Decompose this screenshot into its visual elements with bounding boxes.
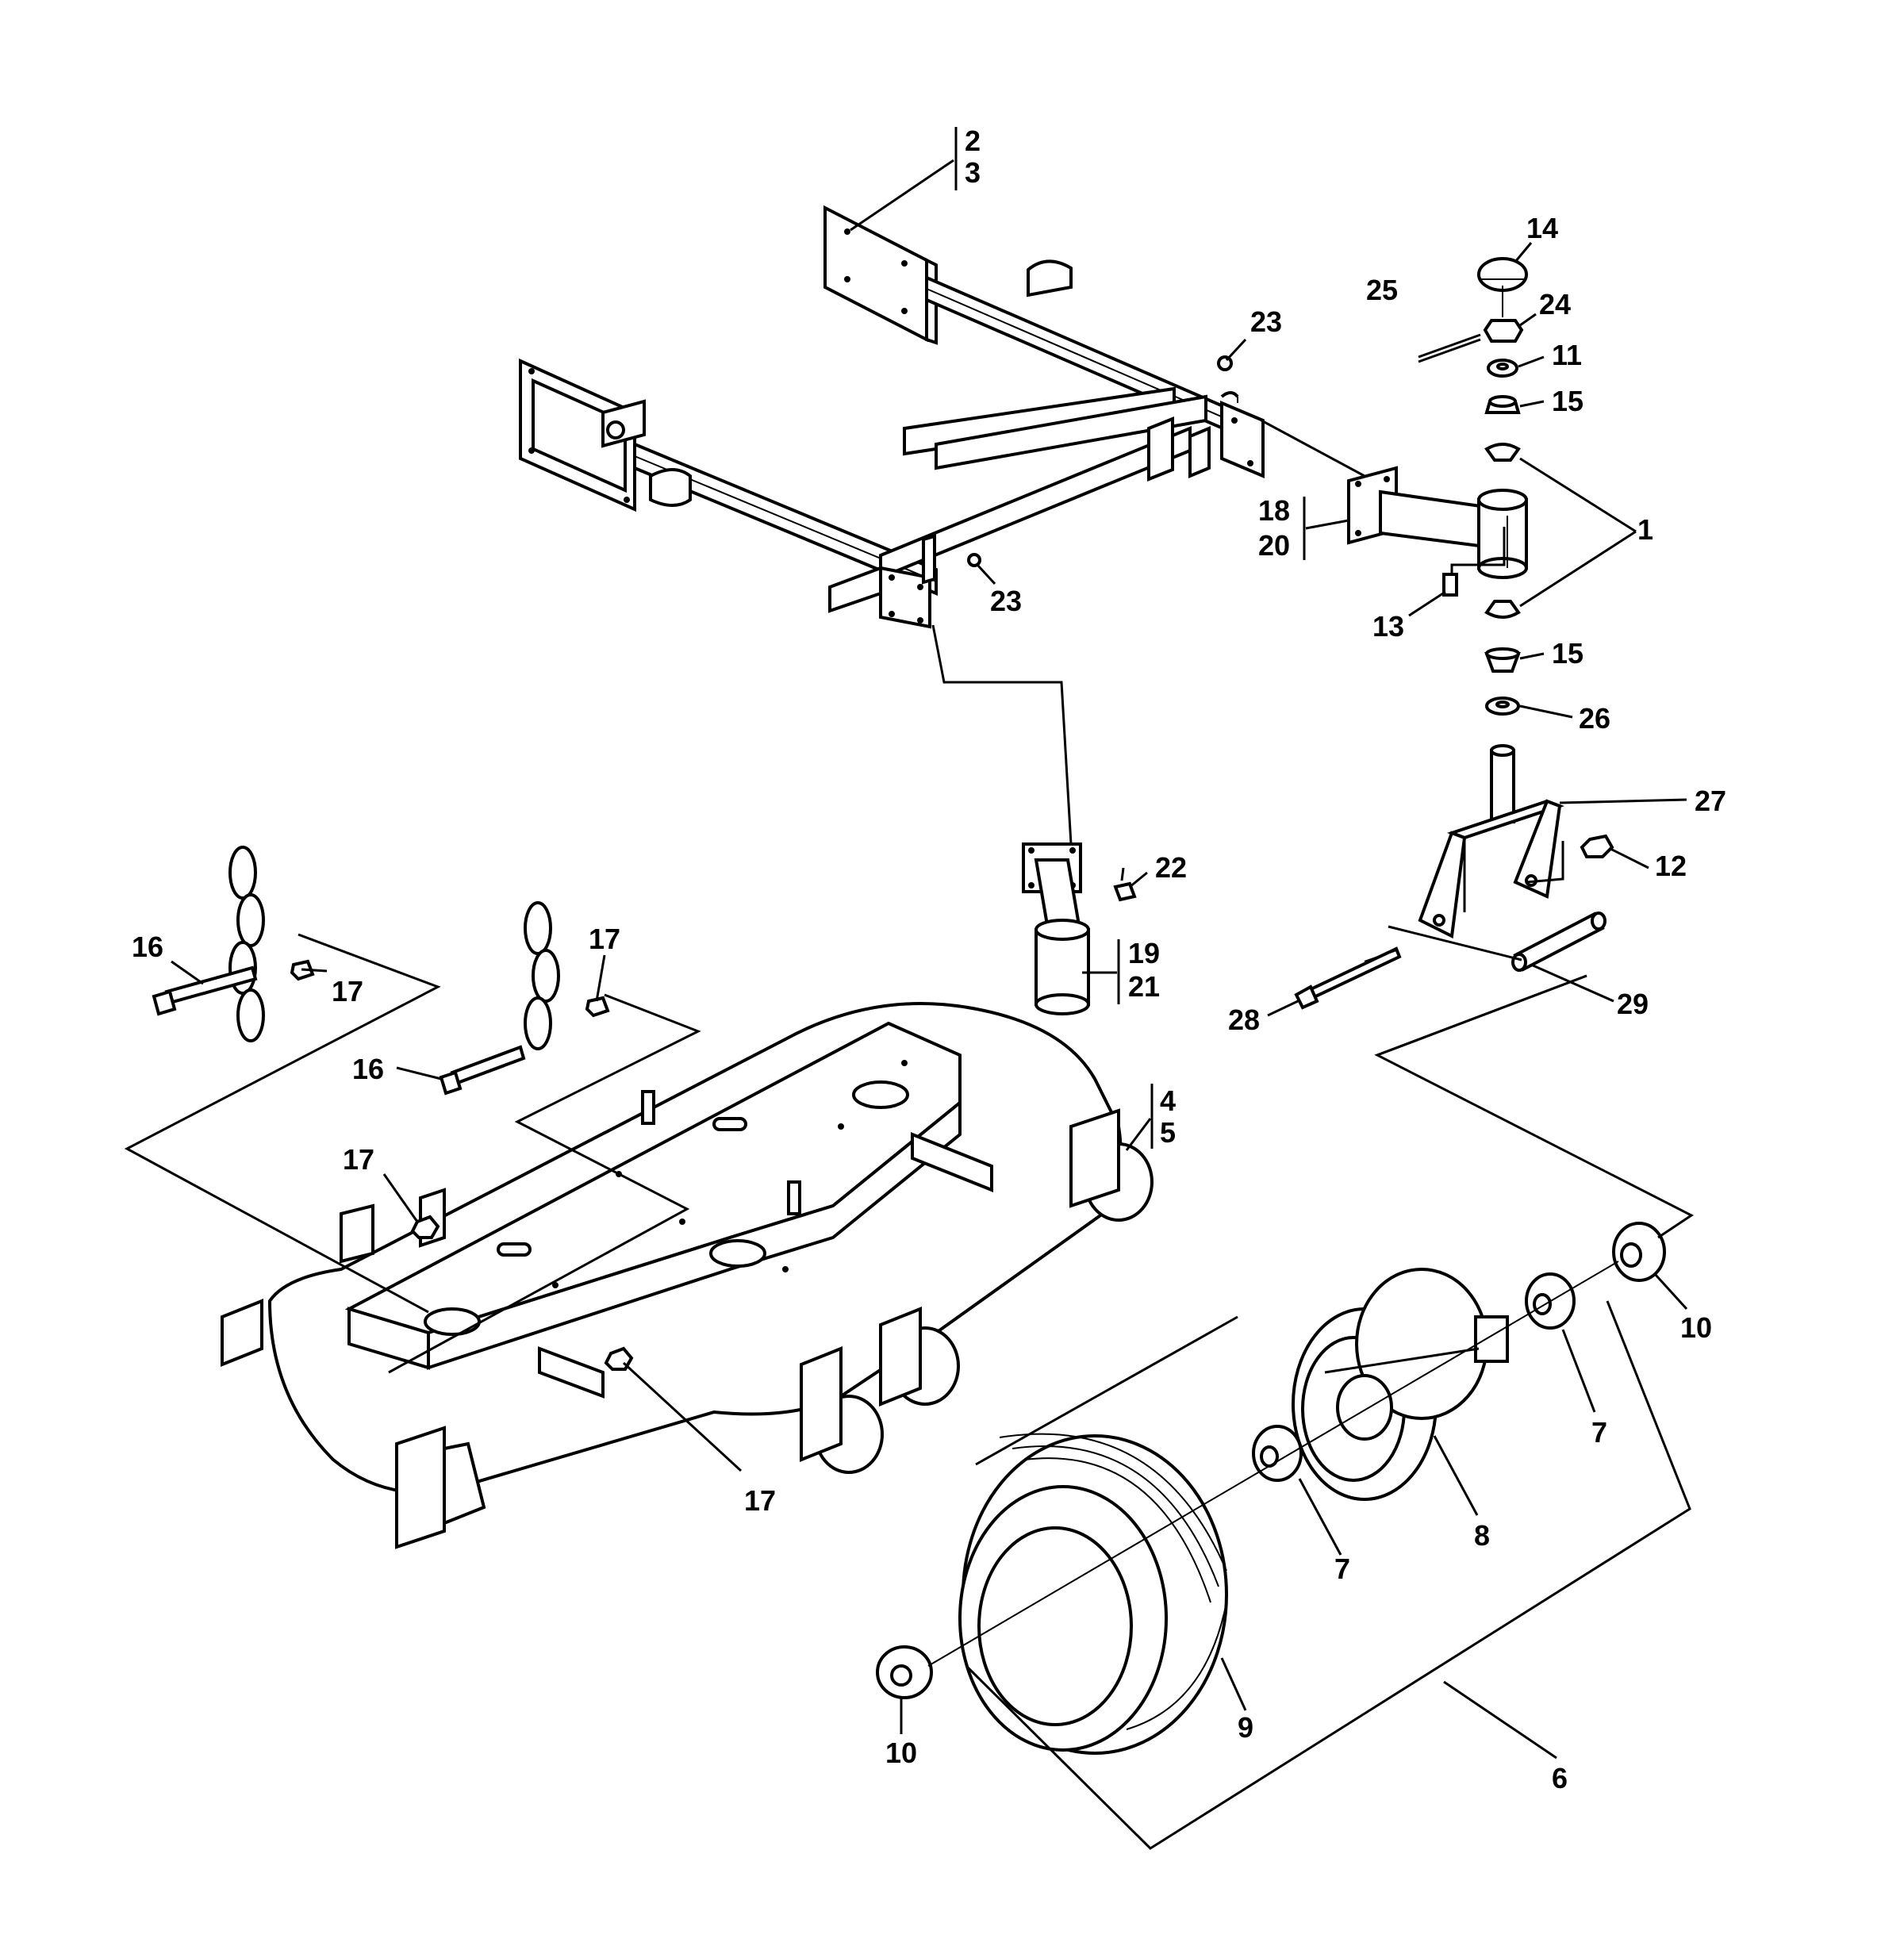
callout-27: 27 — [1695, 785, 1726, 817]
callout-18: 18 — [1258, 494, 1290, 527]
callout-7b: 7 — [1591, 1416, 1607, 1449]
callout-19: 19 — [1128, 937, 1160, 969]
callout-labels: 1 2 3 4 5 6 7 7 8 9 10 10 11 12 13 14 15… — [132, 125, 1726, 1794]
wheel-assembly — [876, 1222, 1666, 1755]
callout-23b: 23 — [990, 585, 1022, 617]
callout-21: 21 — [1128, 970, 1160, 1003]
callout-13: 13 — [1372, 610, 1404, 643]
callout-16a: 16 — [132, 931, 163, 963]
assembly-lines — [124, 419, 1694, 1850]
callout-8: 8 — [1474, 1519, 1490, 1552]
callout-25: 25 — [1366, 274, 1398, 306]
callout-17d: 17 — [744, 1484, 776, 1517]
callout-12: 12 — [1655, 850, 1687, 882]
callout-3: 3 — [965, 156, 981, 189]
callout-1: 1 — [1637, 513, 1653, 546]
callout-23a: 23 — [1250, 305, 1282, 338]
caster-mount-tube — [1022, 842, 1137, 1015]
leader-lines — [171, 127, 1688, 1760]
callout-17c: 17 — [343, 1143, 374, 1176]
callout-17a: 17 — [332, 975, 363, 1007]
callout-15b: 15 — [1552, 637, 1583, 670]
callout-10a: 10 — [885, 1737, 917, 1769]
callout-24: 24 — [1539, 288, 1571, 320]
callout-4: 4 — [1160, 1084, 1176, 1117]
callout-15a: 15 — [1552, 385, 1583, 417]
callout-14: 14 — [1526, 212, 1558, 244]
callout-22: 22 — [1155, 851, 1187, 884]
callout-2: 2 — [965, 125, 981, 157]
callout-17b: 17 — [589, 923, 620, 955]
callout-11: 11 — [1552, 339, 1582, 371]
callout-9: 9 — [1238, 1711, 1253, 1744]
callout-7a: 7 — [1334, 1552, 1350, 1585]
chain-left — [152, 846, 315, 1042]
mower-deck — [221, 1002, 1154, 1549]
callout-26: 26 — [1579, 702, 1610, 735]
lift-frame — [519, 205, 1265, 629]
callout-6: 6 — [1552, 1762, 1568, 1794]
callout-10b: 10 — [1680, 1311, 1712, 1344]
callout-28: 28 — [1228, 1004, 1260, 1036]
callout-29: 29 — [1617, 988, 1649, 1020]
callout-16b: 16 — [352, 1053, 384, 1085]
chain-right — [439, 901, 610, 1096]
callout-5: 5 — [1160, 1116, 1176, 1149]
callout-20: 20 — [1258, 529, 1290, 562]
